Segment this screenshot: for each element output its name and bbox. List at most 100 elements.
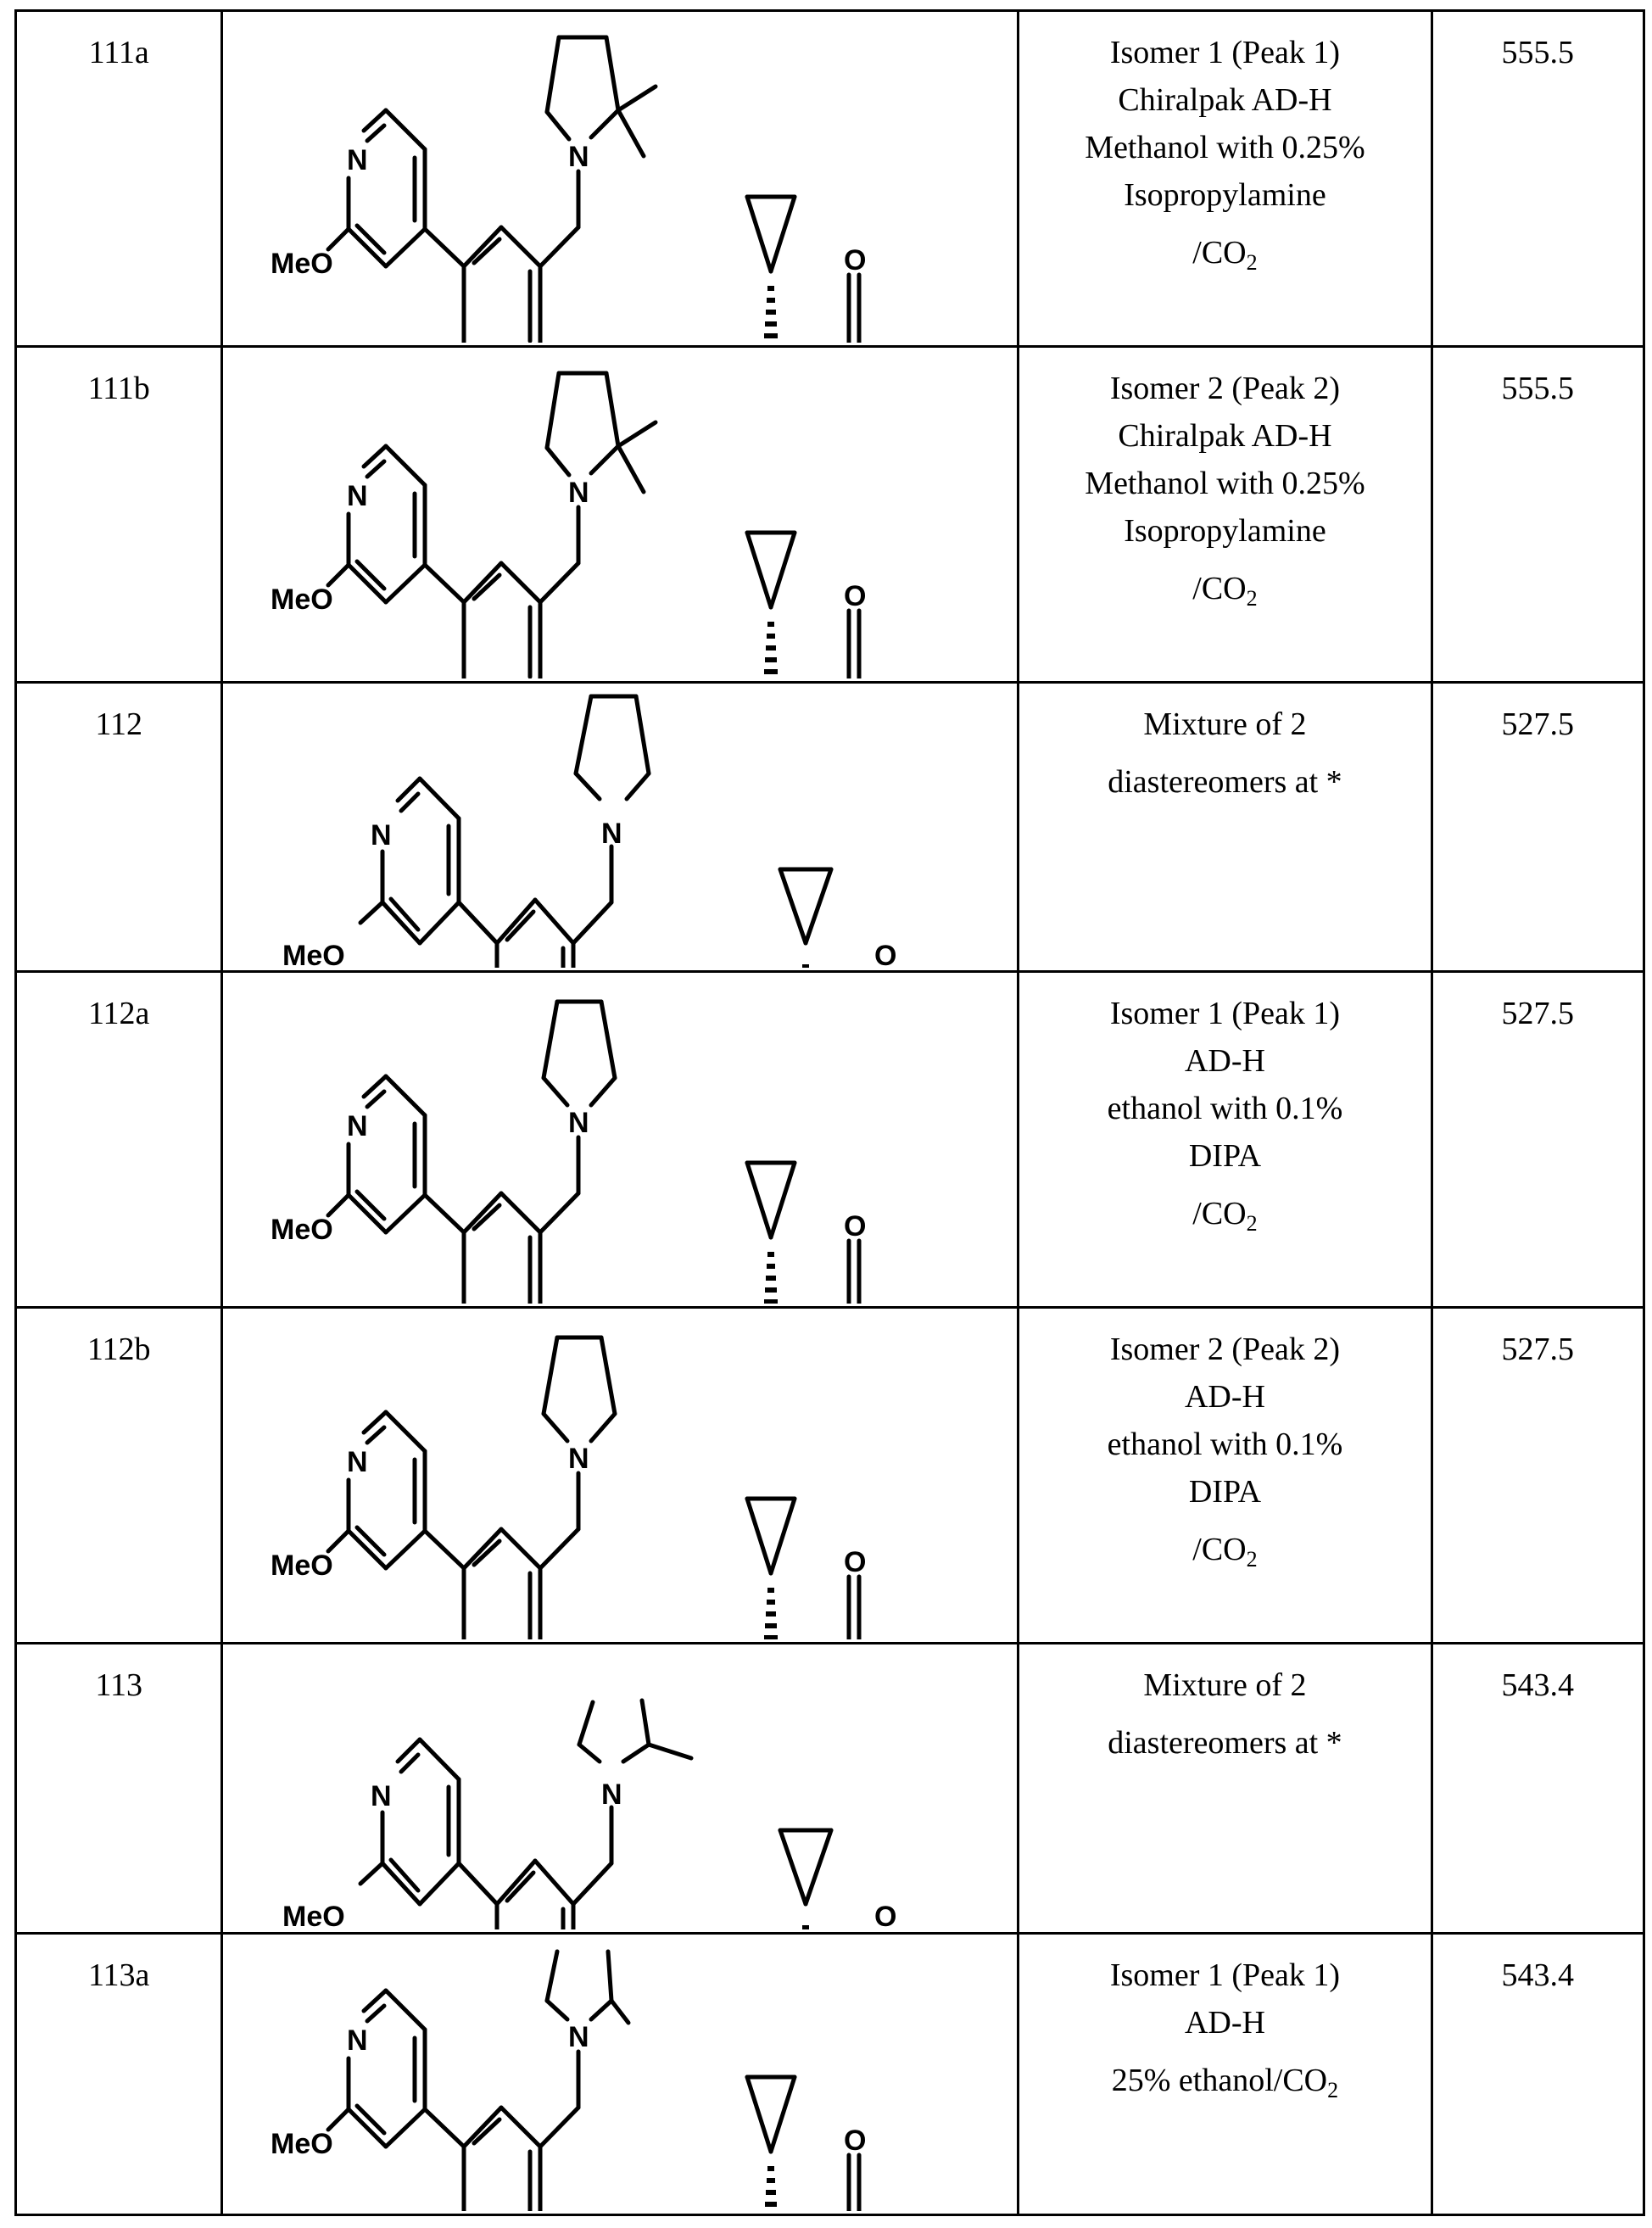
note-line: /CO2 (1192, 571, 1258, 611)
mass-value: 543.4 (1501, 1957, 1575, 1993)
compound-id-cell: 111a (14, 9, 224, 348)
hashed-bond (764, 286, 779, 338)
compound-id: 113 (95, 1667, 142, 1703)
chemical-structure: N MeO N O O OH * (282, 1698, 897, 1929)
amine-n-label: N (601, 818, 622, 850)
pyridine-n-label: N (347, 480, 368, 512)
separation-notes-cell: Isomer 1 (Peak 1) AD-H 25% ethanol/CO2 (1017, 1932, 1433, 2216)
amine-n-label: N (568, 1107, 589, 1139)
carbonyl-o-label: O (874, 1901, 896, 1929)
note-line: Chiralpak AD-H (1118, 82, 1332, 118)
separation-notes-cell: Mixture of 2 diastereomers at * (1017, 681, 1433, 973)
separation-notes-cell: Isomer 2 (Peak 2) Chiralpak AD-H Methano… (1017, 345, 1433, 684)
methoxy-label: MeO (271, 1214, 333, 1246)
amine-n-label: N (568, 141, 589, 173)
note-line: /CO2 (1192, 1532, 1258, 1572)
note-line: Isomer 1 (Peak 1) (1109, 996, 1341, 1031)
pyridine-n-label: N (347, 1446, 368, 1478)
amine-group (544, 1949, 631, 2025)
compound-id-cell: 113 (14, 1642, 224, 1935)
structure-cell: N MeO N O O O - Na + (220, 1306, 1020, 1644)
chemical-structure: N MeO N O O O - Na + (271, 1335, 867, 1639)
note-line: diastereomers at * (1108, 764, 1342, 800)
note-line: Isomer 2 (Peak 2) (1109, 1332, 1341, 1367)
separation-notes-cell: Isomer 1 (Peak 1) AD-H ethanol with 0.1%… (1017, 970, 1433, 1309)
mass-value: 527.5 (1501, 706, 1575, 742)
molecule-core (326, 108, 862, 343)
methoxy-label: MeO (271, 248, 333, 280)
table-row: 112 (14, 681, 1646, 973)
note-line: Methanol with 0.25% (1085, 130, 1365, 165)
structure-cell: N MeO N O O O - Na + (220, 970, 1020, 1309)
amine-group (541, 1335, 617, 1443)
note-line: Mixture of 2 (1143, 706, 1307, 742)
table-row: 113 (14, 1642, 1646, 1935)
note-line: Isomer 2 (Peak 2) (1109, 371, 1341, 406)
amine-group (544, 371, 658, 494)
structure-cell: N MeO N O O OH * (220, 1642, 1020, 1935)
mass-cell: 555.5 (1430, 345, 1646, 684)
amine-n-label: N (601, 1778, 622, 1811)
compound-table: 111a (14, 9, 1646, 2216)
note-line: ethanol with 0.1% (1107, 1427, 1343, 1462)
pyridine-n-label: N (347, 2024, 368, 2057)
note-line: Isopropylamine (1124, 513, 1326, 549)
compound-id: 112 (95, 706, 142, 742)
mass-cell: 543.4 (1430, 1642, 1646, 1935)
amine-n-label: N (568, 1443, 589, 1475)
methoxy-label: MeO (271, 2128, 333, 2160)
mass-value: 555.5 (1501, 35, 1575, 70)
mass-cell: 527.5 (1430, 1306, 1646, 1644)
table-row: 113a (14, 1932, 1646, 2216)
methoxy-label: MeO (282, 940, 345, 968)
compound-id-cell: 113a (14, 1932, 224, 2216)
amine-n-label: N (568, 477, 589, 509)
carbonyl-o-label: O (844, 580, 866, 612)
mass-value: 543.4 (1501, 1667, 1575, 1703)
amine-group (573, 694, 651, 801)
compound-id-cell: 112b (14, 1306, 224, 1644)
pyridine-n-label: N (347, 144, 368, 176)
note-line: Mixture of 2 (1143, 1667, 1307, 1703)
carbonyl-o-label: O (844, 244, 866, 276)
note-line: /CO2 (1192, 235, 1258, 275)
note-line: Isomer 1 (Peak 1) (1109, 35, 1341, 70)
note-line: AD-H (1184, 1379, 1265, 1415)
compound-id: 112a (87, 996, 150, 1031)
note-line: diastereomers at * (1108, 1725, 1342, 1761)
note-line: DIPA (1188, 1474, 1262, 1510)
mass-cell: 543.4 (1430, 1932, 1646, 2216)
compound-id: 113a (87, 1957, 150, 1993)
mass-value: 555.5 (1501, 371, 1575, 406)
compound-id-cell: 112 (14, 681, 224, 973)
compound-id: 111b (87, 371, 150, 406)
separation-notes-cell: Isomer 2 (Peak 2) AD-H ethanol with 0.1%… (1017, 1306, 1433, 1644)
note-line: AD-H (1184, 1043, 1265, 1079)
amine-n-label: N (568, 2021, 589, 2053)
note-line: DIPA (1188, 1138, 1262, 1174)
note-line: Isopropylamine (1124, 177, 1326, 213)
note-line: 25% ethanol/CO2 (1111, 2063, 1339, 2102)
mass-value: 527.5 (1501, 1332, 1575, 1367)
methoxy-label: MeO (271, 584, 333, 616)
carbonyl-o-label: O (844, 1546, 866, 1578)
chemical-structure: N MeO N O O OH * (282, 694, 897, 968)
structure-cell: N MeO N O O OH * (220, 681, 1020, 973)
amine-group (541, 999, 617, 1108)
structure-cell: N MeO N O O O - Na + (220, 345, 1020, 684)
chemical-structure: N MeO N O O O - Na + (271, 999, 867, 1304)
structure-cell: N MeO N O O O - Na + (220, 1932, 1020, 2216)
table-row: 111a (14, 9, 1646, 348)
chemical-structure: N MeO N O O O - Na + (271, 35, 867, 343)
separation-notes-cell: Mixture of 2 diastereomers at * (1017, 1642, 1433, 1935)
separation-notes-cell: Isomer 1 (Peak 1) Chiralpak AD-H Methano… (1017, 9, 1433, 348)
amine-group (544, 35, 658, 159)
carbonyl-o-label: O (844, 1210, 866, 1242)
mass-cell: 527.5 (1430, 681, 1646, 973)
pyridine-n-label: N (371, 819, 392, 852)
mass-cell: 527.5 (1430, 970, 1646, 1309)
carbonyl-o-label: O (874, 940, 896, 968)
compound-id: 112b (87, 1332, 151, 1367)
note-line: ethanol with 0.1% (1107, 1091, 1343, 1126)
table-row: 112a (14, 970, 1646, 1309)
